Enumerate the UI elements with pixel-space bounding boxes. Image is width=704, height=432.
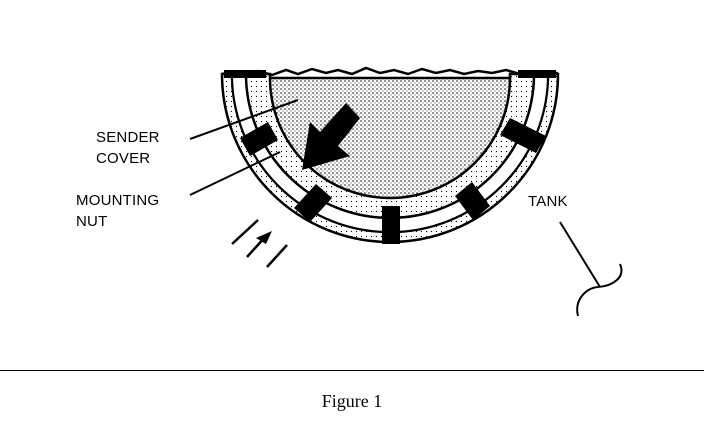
nut-5 <box>500 118 546 153</box>
nut-2 <box>294 184 332 222</box>
mounting-nut-label-line2: NUT <box>76 213 108 230</box>
cap-left <box>224 70 266 78</box>
leader-sender-cover <box>189 99 299 140</box>
torn-edge <box>221 66 559 77</box>
figure-caption: Figure 1 <box>321 391 383 411</box>
mounting-nut-label-line1: MOUNTING <box>76 192 160 209</box>
rotation-arrows <box>231 219 288 268</box>
nut-4 <box>455 182 490 220</box>
pointer-arrow <box>302 103 360 170</box>
sender-cover <box>268 76 512 200</box>
tank-label: TANK <box>528 193 568 210</box>
rotation-arrow-head <box>256 231 272 244</box>
nut-3 <box>382 206 400 244</box>
leader-mounting-nut <box>189 151 281 196</box>
mounting-nut-label: MOUNTING NUT <box>76 190 159 232</box>
cap-right <box>518 70 556 78</box>
sender-cover-label: SENDER COVER <box>96 127 160 169</box>
caption-divider <box>0 370 704 371</box>
leader-tank <box>559 221 601 288</box>
nut-1 <box>240 122 278 156</box>
mounting-nuts <box>240 118 546 244</box>
sender-cover-label-line1: SENDER <box>96 129 160 146</box>
tank-break-symbol <box>576 263 623 317</box>
sender-cover-label-line2: COVER <box>96 150 151 167</box>
